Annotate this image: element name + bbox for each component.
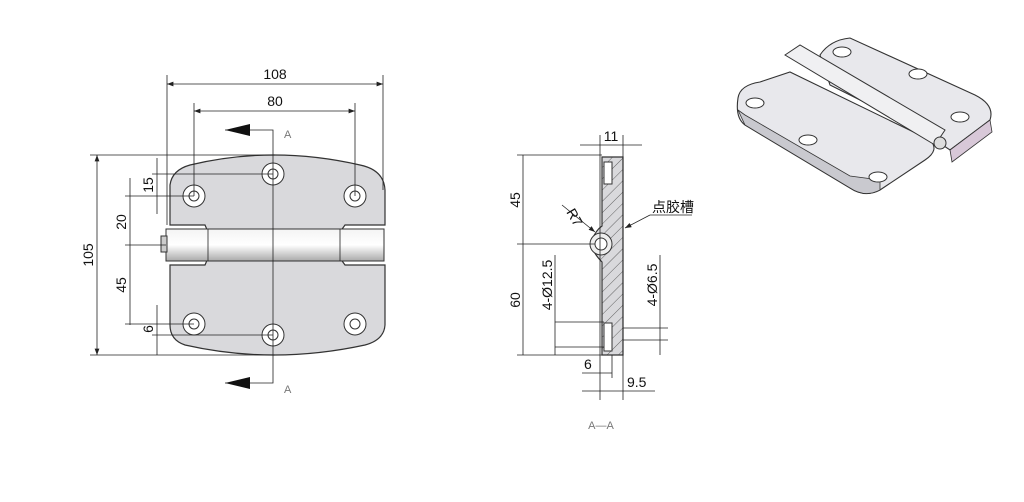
dim-6: 6 bbox=[140, 325, 156, 333]
dim-hole-small: 4-Ø6.5 bbox=[644, 263, 660, 306]
glue-groove-label: 点胶槽 bbox=[652, 199, 694, 215]
dim-r7: R7 bbox=[563, 206, 586, 230]
section-marker-bottom: A bbox=[284, 384, 292, 396]
section-view: 11 45 60 R7 点胶槽 4-Ø12.5 4-Ø6.5 6 9.5 A—A bbox=[507, 128, 694, 432]
dim-45-section: 45 bbox=[507, 192, 523, 208]
dim-108: 108 bbox=[263, 66, 287, 82]
dim-6-section: 6 bbox=[584, 356, 592, 372]
front-view: A A 108 80 105 15 20 45 6 bbox=[80, 66, 386, 396]
dim-80: 80 bbox=[267, 93, 283, 109]
isometric-view bbox=[736, 37, 993, 195]
dim-11: 11 bbox=[604, 128, 619, 144]
dim-20: 20 bbox=[113, 214, 129, 230]
section-title: A—A bbox=[588, 420, 614, 432]
dim-hole-large: 4-Ø12.5 bbox=[539, 259, 555, 310]
hinge-knuckle bbox=[165, 228, 385, 262]
dim-60-section: 60 bbox=[507, 292, 523, 308]
dim-105: 105 bbox=[80, 243, 96, 267]
dim-45: 45 bbox=[113, 277, 129, 293]
lower-leaf bbox=[169, 257, 386, 356]
dim-9-5: 9.5 bbox=[627, 374, 647, 390]
dim-15: 15 bbox=[140, 177, 156, 193]
section-marker-top: A bbox=[284, 129, 292, 141]
hinge-pin-end bbox=[160, 235, 168, 253]
